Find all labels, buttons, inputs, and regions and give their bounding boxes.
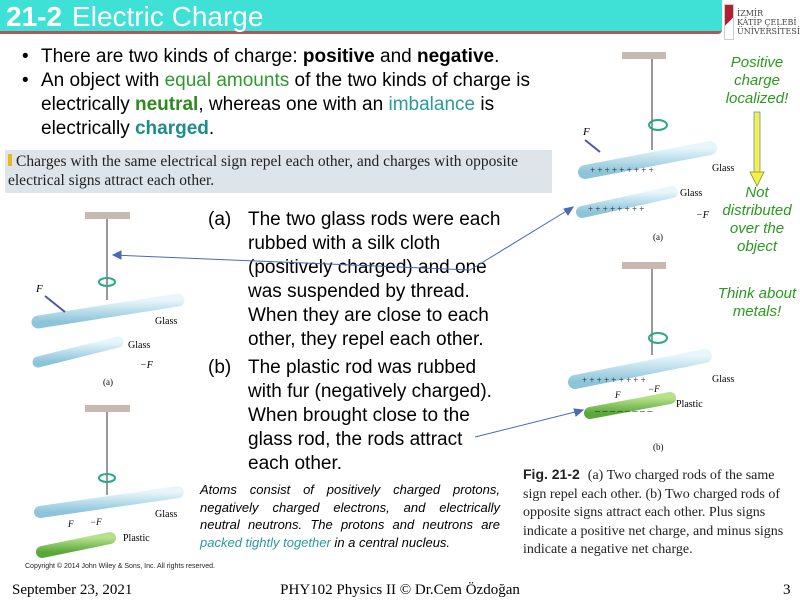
figure-caption: Fig. 21-2(a) Two charged rods of the sam… [523, 466, 784, 557]
svg-text:+ + + + + + + +: + + + + + + + + [588, 204, 644, 214]
rotation-icon [98, 277, 116, 287]
note-positive: Positive charge localized! [725, 54, 789, 107]
diagram-left-a: F Glass Glass −F (a) [31, 212, 185, 387]
logo-mark-icon [724, 4, 734, 40]
svg-text:Glass: Glass [155, 509, 177, 520]
svg-text:−F: −F [648, 384, 660, 394]
bookmark-icon [8, 154, 12, 166]
svg-text:+ + + + + + + + +: + + + + + + + + + [582, 375, 646, 385]
logo-line: KÂTİP ÇELEBİ [737, 17, 797, 27]
rotation-icon [648, 332, 668, 344]
svg-text:−F: −F [696, 210, 710, 221]
atoms-note: Atoms consist of positively charged prot… [200, 482, 500, 550]
svg-text:Plastic: Plastic [123, 533, 150, 544]
slide-title: Electric Charge [72, 1, 264, 32]
svg-text:−F: −F [90, 517, 102, 527]
svg-text:Glass: Glass [128, 340, 150, 351]
bullet-1: •There are two kinds of charge: positive… [22, 46, 500, 67]
rotation-icon [648, 119, 668, 131]
svg-text:(b): (b) [653, 442, 664, 452]
svg-text:+ + + + + + + + +: + + + + + + + + + [590, 165, 654, 175]
copyright: Copyright © 2014 John Wiley & Sons, Inc.… [25, 563, 215, 570]
logo-line: İZMİR [737, 8, 764, 18]
svg-text:Glass: Glass [680, 188, 702, 199]
diagram-right-b: + + + + + + + + + – – – – – – – – Glass … [568, 262, 734, 452]
svg-text:Glass: Glass [712, 163, 734, 174]
svg-text:Plastic: Plastic [676, 399, 703, 410]
page-number: 3 [783, 582, 791, 598]
logo-line: ÜNİVERSİTESİ [737, 26, 800, 36]
bullet-2: •An object with equal amounts of the two… [22, 70, 531, 139]
svg-text:– – – – – – – –: – – – – – – – – [594, 406, 654, 417]
item-b: (b)The plastic rod was rubbed with fur (… [208, 357, 492, 474]
diagram-left-b: Glass Plastic F −F [34, 405, 184, 558]
svg-text:−F: −F [140, 360, 154, 371]
svg-text:Glass: Glass [155, 316, 177, 327]
section-number: 21-2 [6, 1, 63, 32]
rule-box: Charges with the same electrical sign re… [5, 150, 552, 193]
footer-date: September 23, 2021 [12, 582, 133, 598]
down-arrow-icon [749, 111, 765, 187]
rule-text: Charges with the same electrical sign re… [8, 153, 518, 189]
svg-text:(a): (a) [653, 232, 663, 242]
note-metals: Think about metals! [717, 285, 797, 320]
svg-text:Glass: Glass [712, 374, 734, 385]
svg-text:F: F [67, 519, 74, 529]
diagram-right-a: + + + + + + + + + + + + + + + + + F Glas… [576, 52, 734, 242]
svg-text:(a): (a) [103, 377, 113, 387]
connector-arrows [111, 206, 585, 438]
svg-text:F: F [582, 126, 590, 138]
note-not-distributed: Not distributed over the object [722, 184, 792, 255]
svg-text:F: F [614, 390, 621, 400]
item-a: (a)The two glass rods were each rubbed w… [208, 209, 501, 350]
footer-course: PHY102 Physics II © Dr.Cem Özdoğan [280, 582, 520, 598]
svg-text:F: F [35, 283, 43, 295]
slide-title-bar: 21-2 Electric Charge [0, 0, 722, 34]
rotation-icon [98, 473, 116, 483]
